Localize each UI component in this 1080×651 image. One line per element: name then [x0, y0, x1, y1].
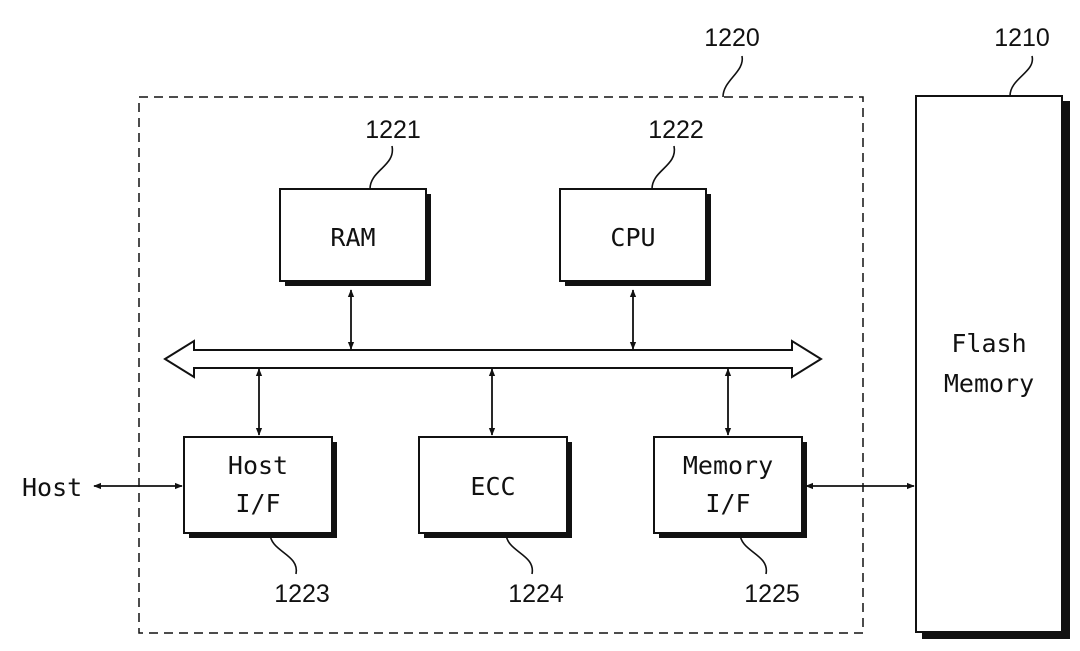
- ram-label: RAM: [330, 223, 375, 252]
- host-label: Host: [22, 473, 82, 502]
- memory-if-block: Memory I/F: [654, 437, 807, 538]
- memory-if-label-line2: I/F: [705, 489, 750, 518]
- ram-block: RAM: [280, 189, 431, 286]
- ecc-ref-label: 1224: [508, 580, 564, 608]
- ram-ref-label: 1221: [365, 116, 421, 144]
- host-if-label-line1: Host: [228, 451, 288, 480]
- ecc-label: ECC: [470, 472, 515, 501]
- host-if-label-line2: I/F: [235, 489, 280, 518]
- host-if-ref-leader: [270, 533, 296, 574]
- ecc-block: ECC: [419, 437, 572, 538]
- memory-if-ref-label: 1225: [744, 580, 800, 608]
- flash-memory-label-line1: Flash: [951, 329, 1026, 358]
- host-if-block: Host I/F: [184, 437, 337, 538]
- controller-ref-label: 1220: [704, 24, 760, 52]
- memory-if-ref-leader: [740, 533, 766, 574]
- controller-ref-leader: [723, 56, 742, 97]
- ecc-ref-leader: [506, 533, 532, 574]
- memory-if-label-line1: Memory: [683, 451, 773, 480]
- cpu-ref-label: 1222: [648, 116, 704, 144]
- flash-memory-block: Flash Memory: [916, 96, 1070, 639]
- cpu-label: CPU: [610, 223, 655, 252]
- flash-memory-label-line2: Memory: [944, 369, 1034, 398]
- ram-ref-leader: [370, 146, 392, 189]
- flash-ref-label: 1210: [994, 24, 1050, 52]
- cpu-block: CPU: [560, 189, 711, 286]
- host-if-ref-label: 1223: [274, 580, 330, 608]
- system-bus: [165, 341, 821, 377]
- flash-ref-leader: [1010, 56, 1032, 96]
- cpu-ref-leader: [652, 146, 674, 189]
